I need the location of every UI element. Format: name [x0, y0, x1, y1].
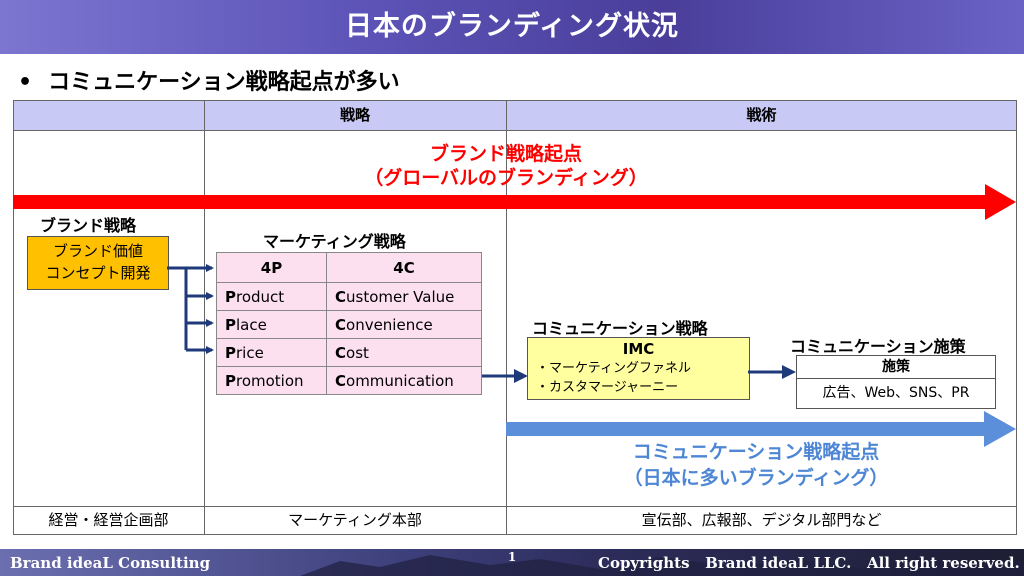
- arrow-to-measures: [748, 365, 796, 379]
- footer-bar: [0, 549, 1024, 576]
- grid-line-header: [13, 130, 1017, 131]
- red-arrow-subtitle: （グローバルのブランディング）: [364, 167, 648, 189]
- c-rest: onvenience: [346, 315, 433, 334]
- bullet-text: コミュニケーション戦略起点が多い: [48, 70, 400, 95]
- p-rest: rice: [236, 343, 264, 362]
- grid-line-footer-top: [13, 506, 1017, 507]
- footer-cell-marketing: マーケティング本部: [288, 511, 422, 529]
- brand-value-line2: コンセプト開発: [45, 264, 151, 282]
- grid-line-col1: [204, 100, 205, 535]
- blue-arrow-title: コミュニケーション戦略起点: [632, 441, 880, 463]
- c-initial: C: [335, 315, 347, 334]
- grid-line-bottom: [13, 534, 1017, 535]
- footer-cell-management: 経営・経営企画部: [48, 511, 169, 529]
- marketing-mix-table: 4P 4C Product Customer Value Place Conve…: [216, 252, 482, 395]
- imc-title: IMC: [622, 340, 655, 358]
- measures-header: 施策: [797, 356, 995, 379]
- red-arrow: [13, 184, 1016, 220]
- brand-value-box: ブランド価値 コンセプト開発: [27, 236, 169, 290]
- mix-row: Promotion Communication: [216, 366, 482, 395]
- c-rest: ommunication: [346, 371, 454, 390]
- c-initial: C: [335, 343, 347, 362]
- header-tactics: 戦術: [746, 106, 777, 124]
- measures-box: 施策 広告、Web、SNS、PR: [796, 355, 996, 409]
- c-cell: Communication: [326, 366, 482, 395]
- bullet-heading: • コミュニケーション戦略起点が多い: [18, 64, 400, 96]
- p-cell: Place: [216, 310, 327, 339]
- mix-row: Place Convenience: [216, 310, 482, 339]
- header-strategy: 戦略: [339, 106, 370, 124]
- blue-arrow: [506, 411, 1016, 447]
- grid-line-right: [1016, 100, 1017, 535]
- red-arrow-title: ブランド戦略起点: [429, 143, 582, 165]
- c-rest: ost: [346, 343, 369, 362]
- p-initial: P: [225, 287, 236, 306]
- c-cell: Convenience: [326, 310, 482, 339]
- footer-copyright: Copyrights Brand ideaL LLC. All right re…: [598, 554, 1020, 572]
- mix-header-row: 4P 4C: [216, 252, 482, 283]
- c-rest: ustomer Value: [346, 287, 455, 306]
- p-cell: Product: [216, 282, 327, 311]
- mix-row: Product Customer Value: [216, 282, 482, 311]
- communication-measures-label: コミュニケーション施策: [790, 337, 966, 356]
- imc-item-journey: ・カスタマージャーニー: [536, 380, 679, 395]
- p-initial: P: [225, 315, 236, 334]
- p-rest: lace: [236, 315, 267, 334]
- brand-value-line1: ブランド価値: [52, 242, 143, 260]
- p-rest: romotion: [236, 371, 304, 390]
- p-cell: Promotion: [216, 366, 327, 395]
- title-bar: [0, 0, 1024, 54]
- communication-strategy-label: コミュニケーション戦略: [532, 319, 708, 338]
- p-initial: P: [225, 343, 236, 362]
- footer-brand: Brand ideaL Consulting: [10, 554, 211, 572]
- header-4c: 4C: [326, 252, 482, 283]
- mix-row: Price Cost: [216, 338, 482, 367]
- p-rest: roduct: [236, 287, 285, 306]
- mountain-silhouette: [300, 555, 1024, 576]
- marketing-strategy-label: マーケティング戦略: [263, 232, 406, 251]
- footer-cell-communications: 宣伝部、広報部、デジタル部門など: [641, 511, 882, 529]
- grid-line-top: [13, 100, 1017, 101]
- p-cell: Price: [216, 338, 327, 367]
- blue-arrow-subtitle: （日本に多いブランディング）: [623, 467, 889, 489]
- c-initial: C: [335, 371, 347, 390]
- p-initial: P: [225, 371, 236, 390]
- c-initial: C: [335, 287, 347, 306]
- arrow-to-imc: [482, 369, 528, 383]
- imc-item-funnel: ・マーケティングファネル: [536, 361, 691, 376]
- c-cell: Customer Value: [326, 282, 482, 311]
- grid-line-col2: [506, 100, 507, 535]
- imc-box: IMC ・マーケティングファネル ・カスタマージャーニー: [527, 337, 750, 400]
- bullet-dot: •: [18, 70, 33, 95]
- brand-strategy-label: ブランド戦略: [40, 216, 137, 235]
- footer-page-number: 1: [507, 550, 517, 564]
- table-header-row: [13, 100, 1017, 130]
- measures-body: 広告、Web、SNS、PR: [822, 385, 970, 401]
- header-4p: 4P: [216, 252, 327, 283]
- bracket-connector: [167, 264, 214, 354]
- grid-line-left: [13, 100, 14, 535]
- slide-title: 日本のブランディング状況: [344, 11, 680, 42]
- c-cell: Cost: [326, 338, 482, 367]
